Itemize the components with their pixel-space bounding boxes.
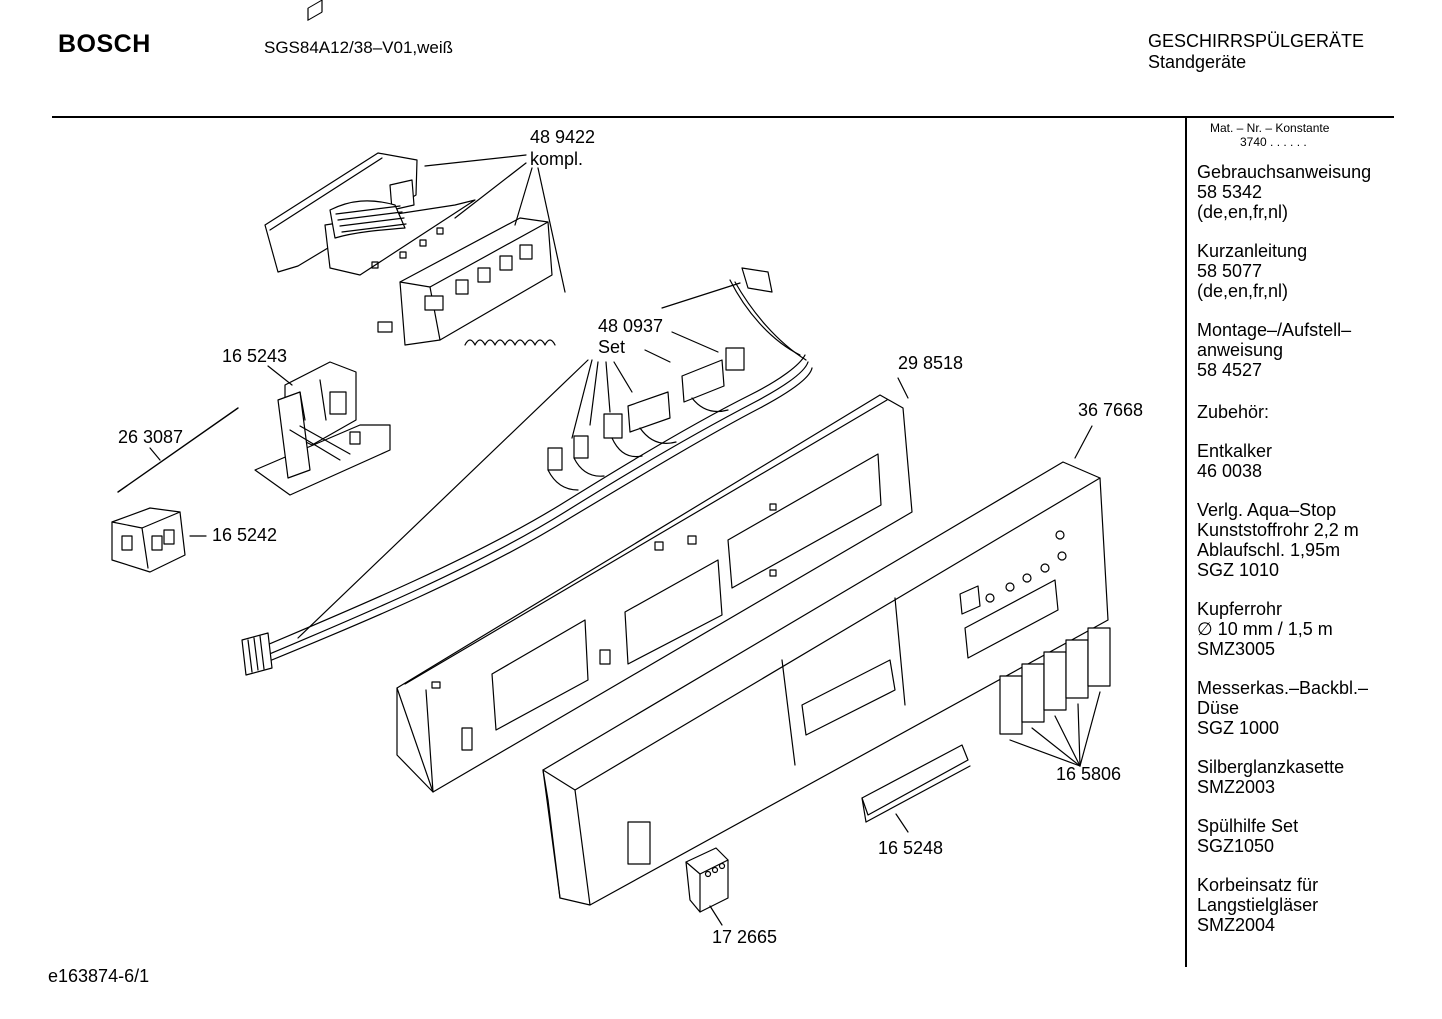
part-label-489422: 48 9422 [530,127,595,147]
model-number: SGS84A12/38–V01,weiß [264,38,454,57]
part-label-263087: 26 3087 [118,427,183,447]
category-heading: GESCHIRRSPÜLGERÄTE Standgeräte [1148,31,1364,73]
accessory-line: SGZ1050 [1197,836,1275,856]
accessory-line: Spülhilfe Set [1197,816,1299,836]
control-panel-frame [396,377,913,793]
indicator-module [685,847,729,926]
part-label-480937-note: Set [598,337,625,357]
mat-nr-value: 3740 . . . . . . [1240,135,1307,149]
accessory-line: 58 4527 [1197,360,1263,380]
accessory-line: Verlg. Aqua–Stop [1197,500,1337,520]
part-label-165242: 16 5242 [212,525,277,545]
accessory-line: Langstielgläser [1197,895,1319,915]
accessory-line: Messerkas.–Backbl.– [1197,678,1369,698]
panel-cover [542,425,1109,906]
accessory-line: SGZ 1000 [1197,718,1280,738]
accessory-line: SMZ3005 [1197,639,1276,659]
door-switch [111,507,207,573]
accessory-line: SMZ2003 [1197,777,1276,797]
accessory-line: Entkalker [1197,441,1273,461]
accessory-line: Kunststoffrohr 2,2 m [1197,520,1359,540]
exploded-parts-diagram: 48 9422 kompl. 48 0937 Set [111,0,1143,947]
accessory-line: (de,en,fr,nl) [1197,281,1289,301]
accessory-line: ∅ 10 mm / 1,5 m [1197,619,1333,639]
lever-rod [117,407,239,493]
mat-nr-box: Mat. – Nr. – Konstante 3740 . . . . . . [1210,121,1329,149]
category-title: GESCHIRRSPÜLGERÄTE [1148,31,1365,51]
sidebar-divider [1185,118,1187,967]
accessory-line: Silberglanzkasette [1197,757,1345,777]
control-module-assembly [264,0,566,346]
accessory-line: Düse [1197,698,1240,718]
part-label-480937: 48 0937 [598,316,663,336]
accessory-line: 46 0038 [1197,461,1263,481]
accessory-line: SMZ2004 [1197,915,1276,935]
accessory-line: Gebrauchsanweisung [1197,162,1372,182]
accessory-line: SGZ 1010 [1197,560,1280,580]
accessory-line: (de,en,fr,nl) [1197,202,1289,222]
document-code: e163874-6/1 [48,966,150,986]
accessory-line: anweisung [1197,340,1284,360]
part-label-165243: 16 5243 [222,346,287,366]
part-label-165248: 16 5248 [878,838,943,858]
part-label-172665: 17 2665 [712,927,777,947]
mat-nr-label: Mat. – Nr. – Konstante [1210,121,1330,135]
accessory-block: Zubehör: [1197,402,1393,422]
accessory-line: Kurzanleitung [1197,241,1308,261]
category-subtitle: Standgeräte [1148,52,1247,72]
accessory-line: 58 5077 [1197,261,1263,281]
push-buttons [999,627,1111,767]
brand-logo: BOSCH [58,30,151,58]
cable-harness [241,267,813,676]
accessory-line: Zubehör: [1197,402,1270,422]
door-lock [254,361,391,496]
accessory-line: 58 5342 [1197,182,1263,202]
part-label-298518: 29 8518 [898,353,963,373]
accessory-line: Ablaufschl. 1,95m [1197,540,1341,560]
part-label-367668: 36 7668 [1078,400,1143,420]
accessory-line: Montage–/Aufstell– [1197,320,1352,340]
accessory-line: Kupferrohr [1197,599,1283,619]
accessory-line: Korbeinsatz für [1197,875,1319,895]
header-divider [52,116,1394,118]
part-label-489422-note: kompl. [530,149,583,169]
handle-strip [861,744,971,833]
part-label-165806: 16 5806 [1056,764,1121,784]
